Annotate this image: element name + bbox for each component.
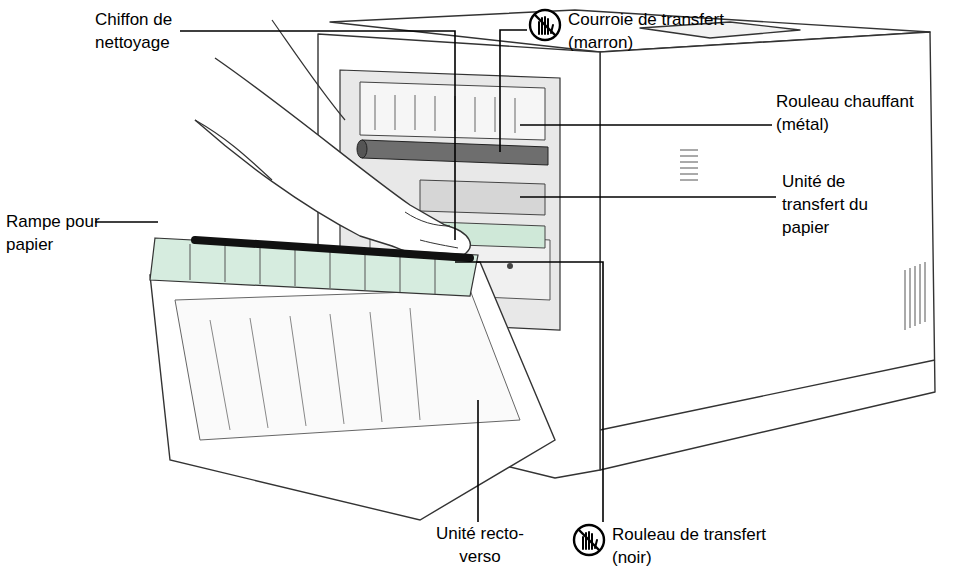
door-ribs xyxy=(210,308,420,430)
leader-line xyxy=(520,196,776,198)
transfer-roller xyxy=(195,240,470,258)
part-label: Courroie de transfert (marron) xyxy=(568,8,748,54)
sleeve xyxy=(195,20,345,180)
fuser-ribs xyxy=(375,95,515,133)
duplex-unit xyxy=(175,290,520,440)
no-touch-symbol xyxy=(574,525,604,555)
part-label: Unité recto-verso xyxy=(428,522,532,568)
leader-line xyxy=(477,400,479,522)
leader-line xyxy=(520,124,772,126)
part-label: Rouleau chauffant (métal) xyxy=(776,90,948,136)
vent xyxy=(905,262,925,330)
leader-line xyxy=(455,262,603,522)
leader-line xyxy=(500,30,527,152)
fuser-cover xyxy=(360,82,545,140)
leader-line xyxy=(95,221,158,223)
side-seam xyxy=(600,360,935,430)
leader-line xyxy=(180,31,455,240)
fingers xyxy=(405,212,458,248)
part-label: Rouleau de transfert (noir) xyxy=(612,523,792,569)
part-label: Chiffon de nettoyage xyxy=(95,8,190,54)
part-label: Unité de transfert du papier xyxy=(782,170,886,239)
no-touch-symbol xyxy=(530,10,560,40)
paper-ramp xyxy=(150,238,478,296)
belt-end xyxy=(357,140,367,158)
part-label: Rampe pour papier xyxy=(6,210,106,256)
hand xyxy=(195,58,470,258)
rear-door xyxy=(150,262,555,520)
vent xyxy=(680,150,698,180)
